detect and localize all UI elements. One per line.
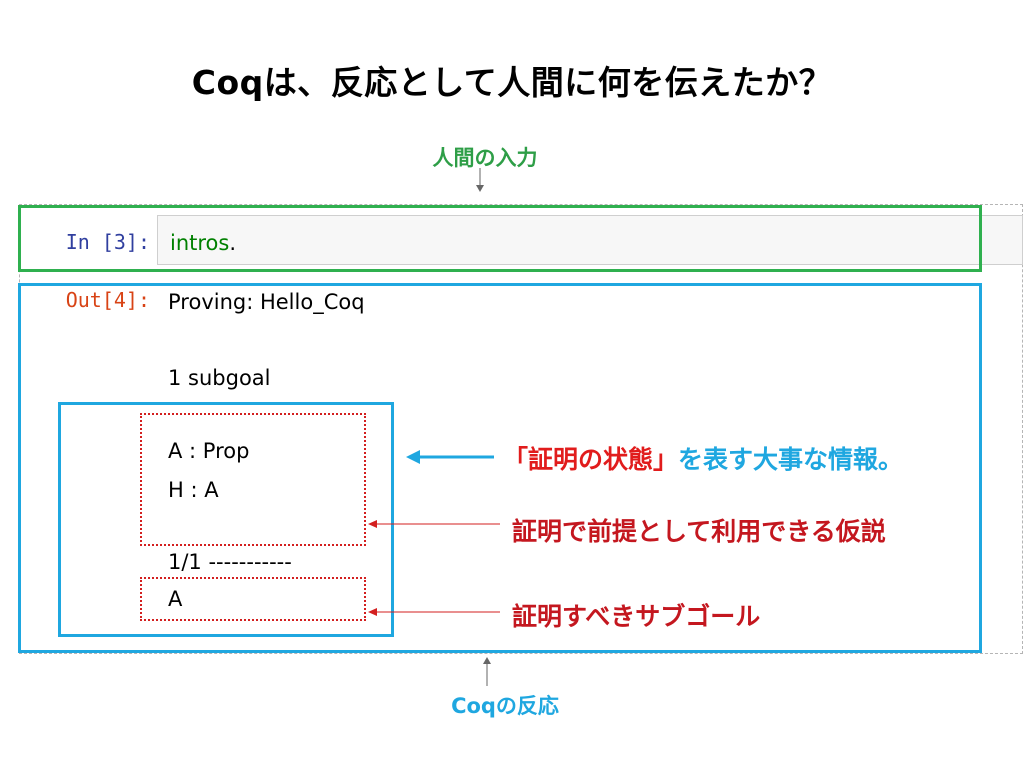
slide-title: Coqは、反応として人間に何を伝えたか？ xyxy=(191,63,833,102)
proof-state-box xyxy=(58,402,394,637)
code-input-area[interactable] xyxy=(157,215,1023,265)
input-highlight-box xyxy=(18,205,982,272)
code-keyword: intros xyxy=(170,231,230,255)
proof-state-description: を表す大事な情報。 xyxy=(678,445,904,474)
input-note-arrow xyxy=(476,168,484,192)
code-punctuation: . xyxy=(229,231,237,255)
hypotheses-arrow xyxy=(368,520,500,528)
output-hypothesis-h: H : A xyxy=(168,478,219,502)
proof-state-keyword: 「証明の状態」 xyxy=(503,445,679,474)
subgoal-dotted-box xyxy=(140,577,366,621)
human-input-label: 人間の入力 xyxy=(432,146,538,170)
output-goal: A xyxy=(168,587,183,611)
output-subgoal-count: 1 subgoal xyxy=(168,366,271,390)
proof-state-arrow xyxy=(406,450,494,464)
output-prompt: Out[4]: xyxy=(65,288,150,312)
input-prompt: In [3]: xyxy=(65,230,150,254)
hypotheses-annotation: 証明で前提として利用できる仮説 xyxy=(512,517,886,546)
proof-state-annotation: 「証明の状態」を表す大事な情報。 xyxy=(503,440,903,476)
response-note-arrow xyxy=(483,657,491,686)
output-proving-line: Proving: Hello_Coq xyxy=(168,290,365,314)
output-highlight-box xyxy=(18,283,982,653)
subgoal-arrow xyxy=(368,608,500,616)
hypotheses-dotted-box xyxy=(140,413,366,546)
output-goal-separator: 1/1 ----------- xyxy=(168,550,292,574)
output-hypothesis-a: A : Prop xyxy=(168,439,250,463)
code-text[interactable]: intros. xyxy=(170,231,236,255)
coq-response-label: Coqの反応 xyxy=(451,694,559,718)
subgoal-annotation: 証明すべきサブゴール xyxy=(512,602,761,631)
